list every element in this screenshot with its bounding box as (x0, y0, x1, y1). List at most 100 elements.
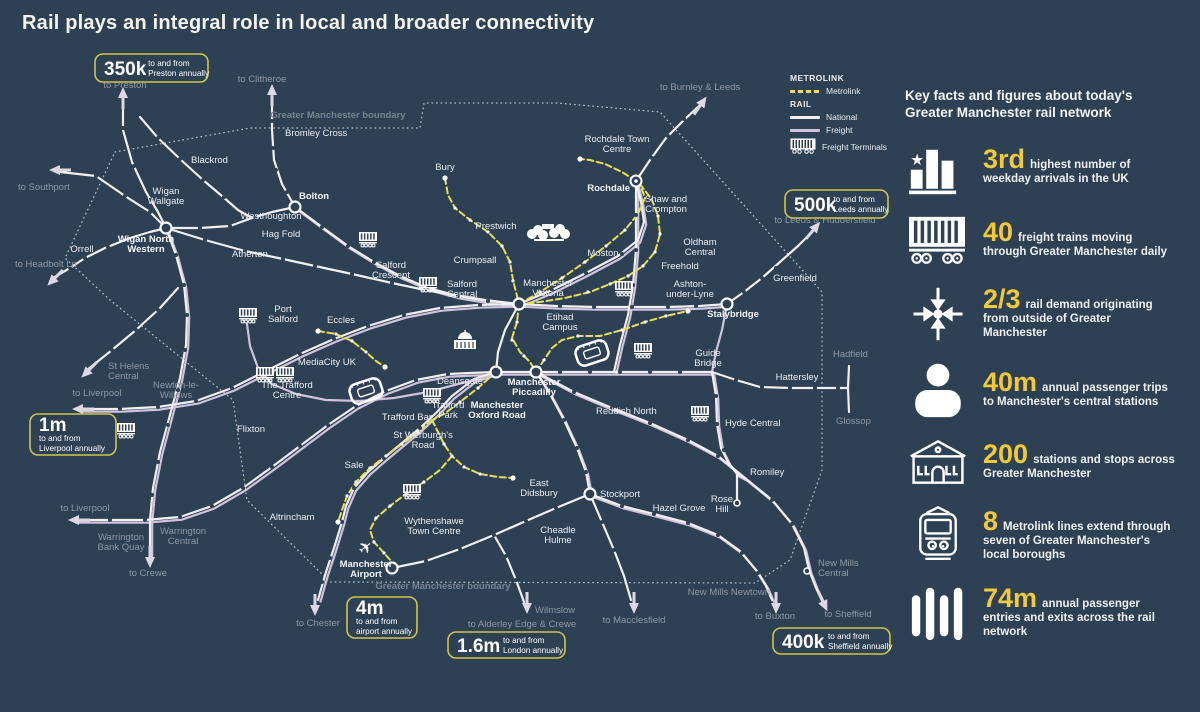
station-dot (270, 119, 274, 123)
svg-text:London annually: London annually (503, 646, 564, 655)
station-dot (742, 290, 746, 294)
station-dot (372, 260, 376, 264)
station-label: to Sheffield (824, 609, 871, 620)
svg-text:to and from: to and from (148, 59, 190, 68)
station-dot (666, 305, 670, 309)
interchange-station (720, 297, 734, 311)
route-arrow (145, 546, 155, 568)
fact-value: 40 (983, 216, 1014, 247)
station-dot (398, 274, 402, 278)
freight-terminal-icon (239, 308, 257, 324)
station-dot (658, 232, 662, 236)
svg-text:500k: 500k (794, 195, 837, 216)
station-label: to Alderley Edge & Crewe (468, 619, 576, 630)
station-dot (271, 146, 275, 150)
station-dot (110, 348, 114, 352)
station-dot (626, 274, 630, 278)
station-dot (285, 190, 289, 194)
fact-value: 2/3 (983, 283, 1021, 314)
station-dot (364, 350, 368, 354)
station-dot (656, 214, 660, 218)
fact-value: 200 (983, 438, 1029, 469)
station-dot (326, 423, 330, 427)
station-dot (424, 559, 428, 563)
station-label: to Liverpool (72, 388, 121, 399)
svg-text:Leeds annually: Leeds annually (833, 205, 889, 214)
station-dot (123, 194, 127, 198)
national-rail-line (494, 302, 521, 374)
station-dot (241, 486, 245, 490)
station-dot (174, 253, 178, 257)
legend-rail-header: RAIL (790, 99, 812, 109)
station-dot (608, 282, 612, 286)
station-label: New Mills Newtown (688, 587, 770, 598)
boundary-line (64, 102, 823, 584)
svg-text:1m: 1m (39, 415, 66, 436)
station-dot (274, 168, 278, 172)
station-label: to Southport (18, 182, 70, 193)
station-building-icon (905, 436, 971, 488)
national-line-swatch (790, 115, 820, 119)
metrolink-line (535, 310, 689, 373)
route-arrow (771, 592, 781, 614)
station-dot (446, 372, 450, 376)
station-label: Bury (435, 162, 455, 173)
freight-terminal-icon (691, 406, 709, 422)
station-dot (575, 446, 579, 450)
panel-header: Key facts and figures about today's Grea… (905, 88, 1133, 120)
station-dot (813, 386, 817, 390)
station-dot (230, 386, 234, 390)
station-dot (678, 370, 682, 374)
fact-text: annual passenger entries and exits acros… (983, 597, 1155, 639)
station-dot (203, 238, 207, 242)
station-label: to Chester (296, 618, 340, 629)
station-dot (790, 522, 794, 526)
station-dot (734, 378, 738, 382)
station-dot (320, 225, 324, 229)
metrolink-terminus (510, 475, 516, 481)
station-dot (648, 421, 652, 425)
national-rail-line (148, 226, 189, 560)
freight-terminal-icon (276, 367, 294, 383)
station-dot (478, 472, 482, 476)
station-dot (132, 164, 136, 168)
station-label: Hazel Grove (653, 503, 706, 514)
fact-value: 40m (983, 366, 1038, 397)
station-label: Sale (344, 460, 363, 471)
person-icon (905, 361, 971, 419)
station-dot (166, 423, 170, 427)
station-label: Prestwich (475, 221, 516, 232)
station-dot (350, 339, 354, 343)
national-rail-line (534, 370, 824, 602)
freight-line (521, 305, 730, 311)
station-dot (366, 324, 370, 328)
station-dot (118, 407, 122, 411)
metrolink-terminus (577, 156, 583, 162)
station-dot (453, 206, 457, 210)
station-dot (716, 533, 720, 537)
route-arrow (72, 404, 94, 414)
station-dot (756, 571, 760, 575)
station-label: Westhoughton (240, 211, 301, 222)
station-dot (558, 304, 562, 308)
station-label: Stockport (600, 489, 640, 500)
station-dot (183, 348, 187, 352)
station-dot (372, 540, 376, 544)
station-dot (634, 248, 638, 252)
station-dot (178, 515, 182, 519)
station-dot (634, 213, 638, 217)
station-dot (384, 389, 388, 393)
station-dot (716, 454, 720, 458)
